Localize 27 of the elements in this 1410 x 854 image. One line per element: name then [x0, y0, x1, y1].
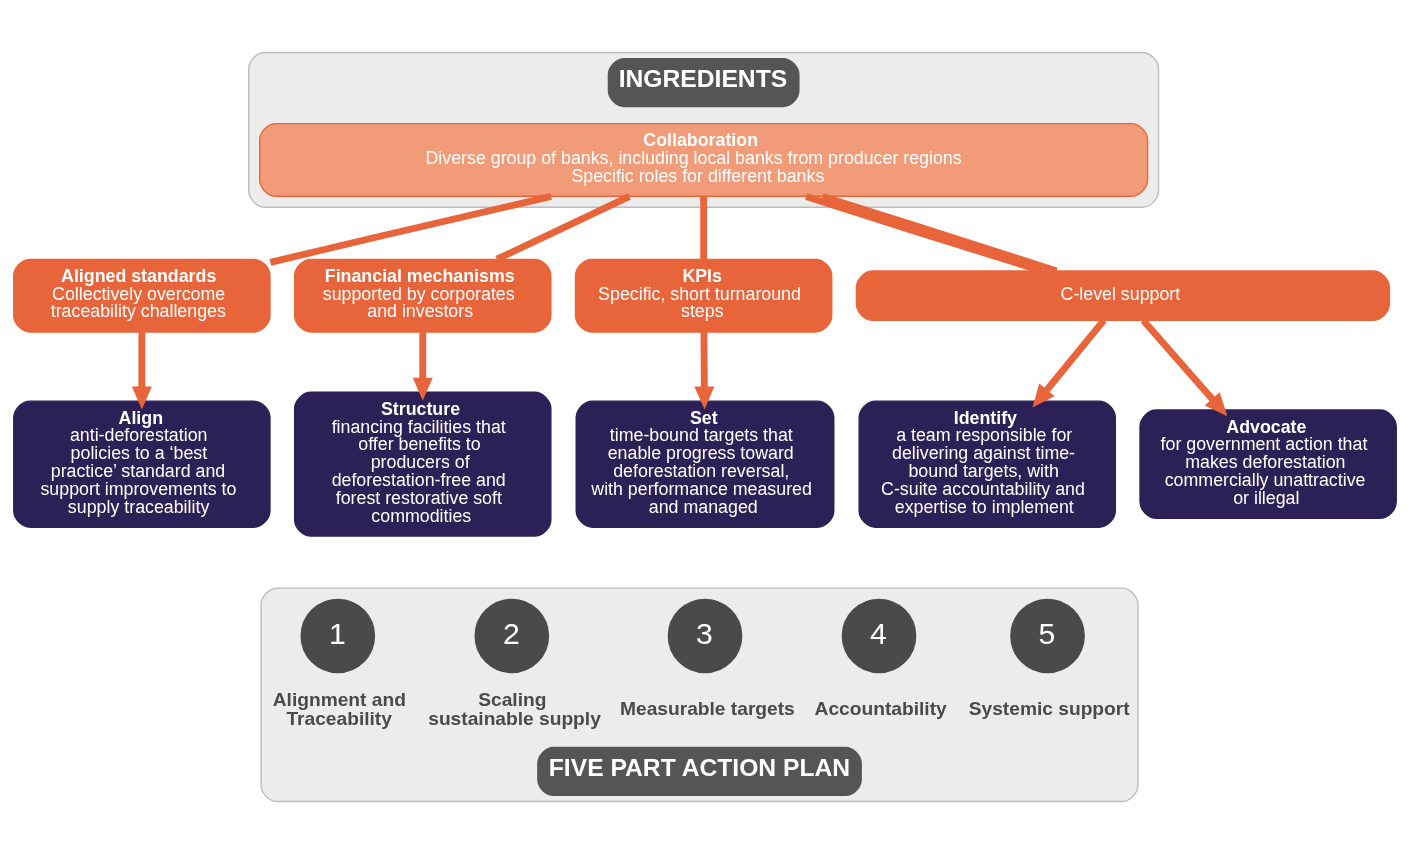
node-circle: 2 — [474, 598, 550, 674]
node-box: Aligned standards Collectively overcome traceability challenges — [13, 258, 271, 333]
node-box: Collaboration Diverse group of banks, including local banks from producer regions Specific roles for different banks — [259, 123, 1149, 197]
connector — [700, 196, 708, 260]
node-circle: 1 — [300, 598, 376, 674]
arrow — [1140, 318, 1228, 417]
node-label: Systemic support — [968, 697, 1130, 719]
node-box: Align anti-deforestation policies to a ‘best practice’ standard and support improvements to supply traceability — [13, 400, 271, 528]
arrow — [412, 332, 433, 401]
node-box: Identify a team responsible for delivering against time-bound targets, with C-suite accountability and expertise to implement — [858, 400, 1117, 528]
arrow — [694, 332, 715, 410]
arrow — [131, 332, 152, 410]
connector — [269, 193, 552, 266]
node-box: KPIs Specific, short turnaround steps — [574, 258, 833, 333]
node-circle: 4 — [841, 598, 917, 674]
node-box: Advocate for government action that makes deforestation commercially unattractive or illegal — [1139, 409, 1397, 519]
node-label: Scaling sustainable supply — [428, 688, 601, 730]
node-box: Structure financing facilities that offer benefits to producers of deforestation-free and forest restorative soft commodities — [293, 391, 552, 537]
node-label: Accountability — [814, 697, 947, 719]
node-circle: 3 — [667, 598, 743, 674]
node-label: Alignment and Traceability — [272, 688, 406, 730]
node-box: Set time-bound targets that enable progress toward deforestation reversal, with performance measured and managed — [575, 400, 835, 528]
node-circle: 5 — [1010, 598, 1085, 674]
node-label: Measurable targets — [620, 697, 795, 719]
arrow — [1032, 318, 1107, 408]
node-box: Financial mechanisms supported by corporates and investors — [293, 258, 552, 333]
node-box: C-level support — [855, 270, 1391, 321]
